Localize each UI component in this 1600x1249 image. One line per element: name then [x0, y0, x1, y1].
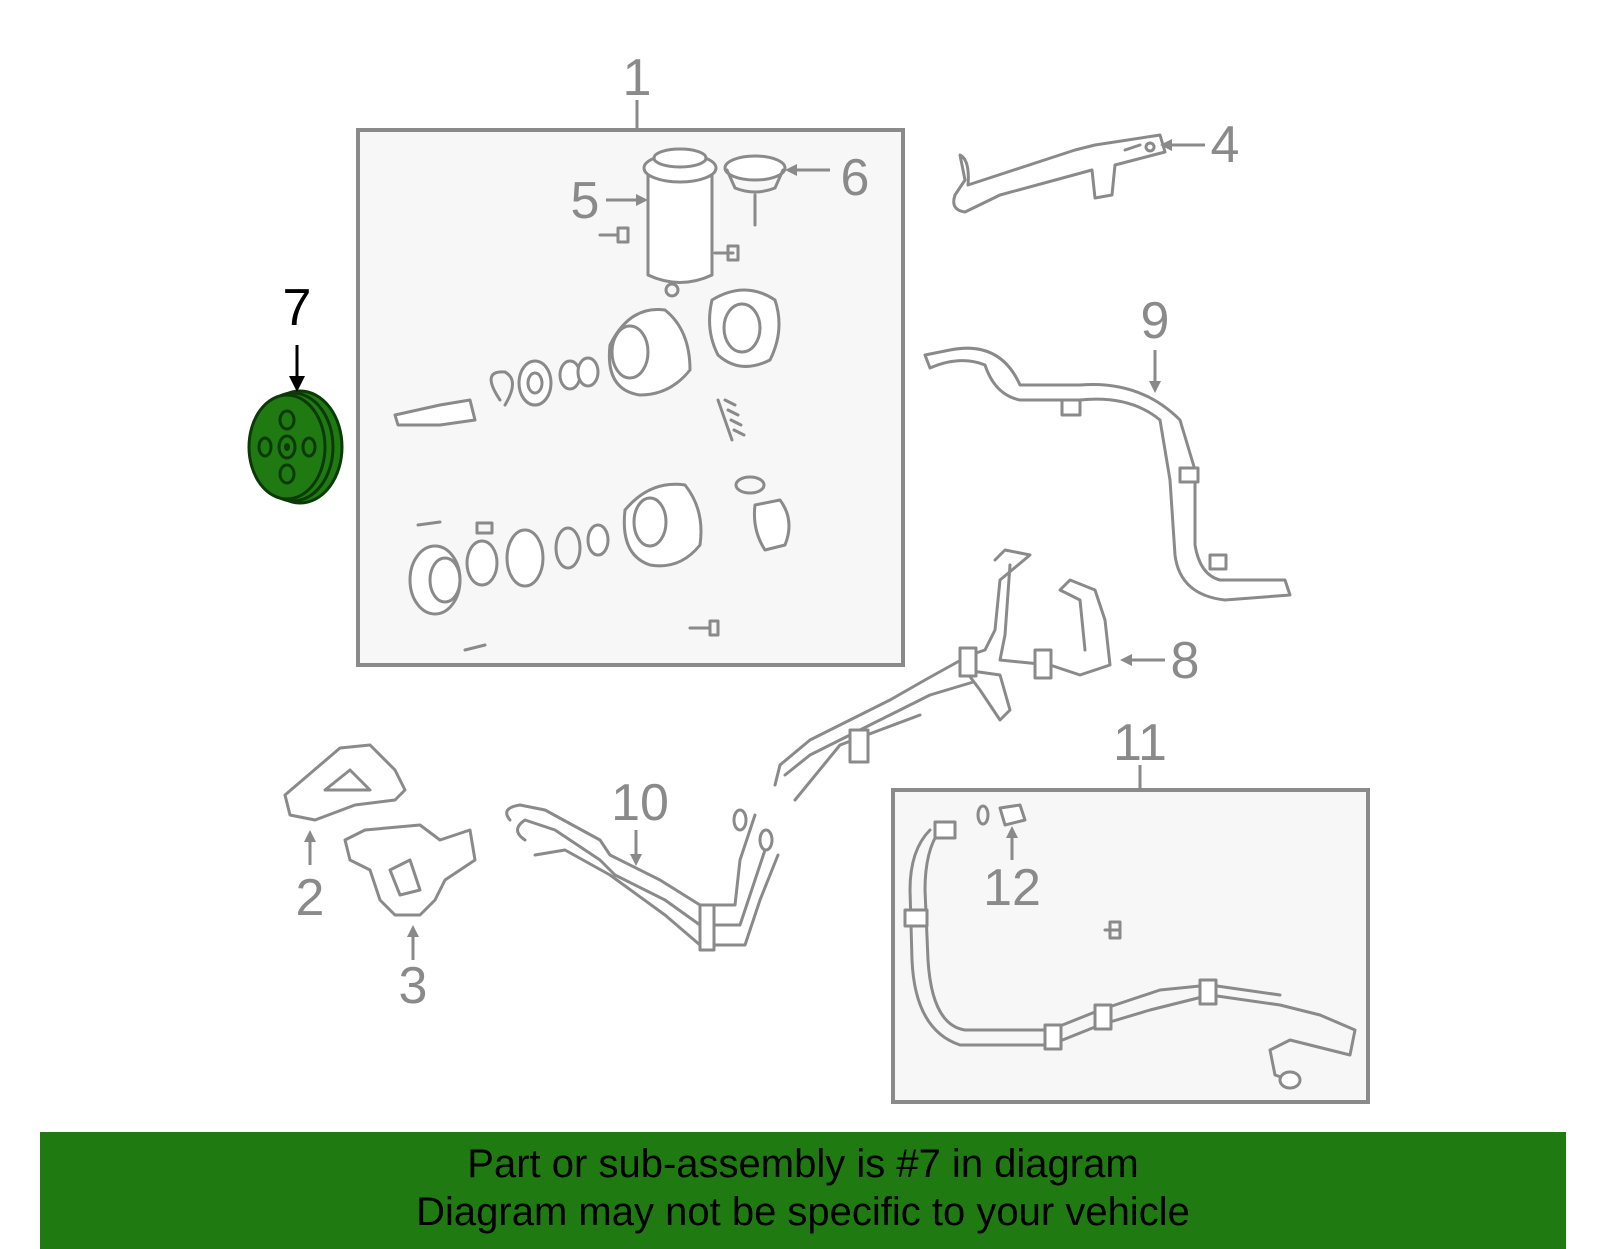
part-group-1[interactable]: 1 5 6: [356, 49, 905, 667]
part-9-hose[interactable]: 9: [923, 292, 1292, 602]
callout-4: 4: [1211, 116, 1240, 174]
part-7-pulley[interactable]: 7: [247, 279, 344, 505]
pump-upper-parts: [393, 288, 781, 495]
part-group-11[interactable]: 11 12: [891, 714, 1370, 1104]
part-8-pressure-line[interactable]: 8: [773, 548, 1200, 802]
callout-7: 7: [283, 279, 312, 337]
info-banner: Part or sub-assembly is #7 in diagram Di…: [40, 1132, 1566, 1249]
callout-10: 10: [611, 774, 669, 832]
callout-12: 12: [983, 859, 1041, 917]
part-4-bracket[interactable]: 4: [952, 116, 1240, 214]
callout-9: 9: [1141, 292, 1170, 350]
callout-5: 5: [571, 172, 600, 230]
pump-lower-parts: [408, 482, 791, 652]
part-3-bracket[interactable]: 3: [343, 823, 477, 1015]
reservoir-cap: [723, 154, 787, 227]
reservoir: [642, 147, 718, 298]
banner-line-1: Part or sub-assembly is #7 in diagram: [467, 1142, 1139, 1186]
part-10-cooler-tube[interactable]: 10: [505, 774, 780, 952]
banner-line-2: Diagram may not be specific to your vehi…: [416, 1190, 1190, 1234]
callout-8: 8: [1171, 632, 1200, 690]
callout-11: 11: [1113, 714, 1167, 772]
part-2-bracket[interactable]: 2: [283, 743, 407, 927]
callout-6: 6: [841, 149, 870, 207]
callout-3: 3: [399, 957, 428, 1015]
callout-2: 2: [296, 869, 325, 927]
callout-1: 1: [623, 49, 652, 107]
